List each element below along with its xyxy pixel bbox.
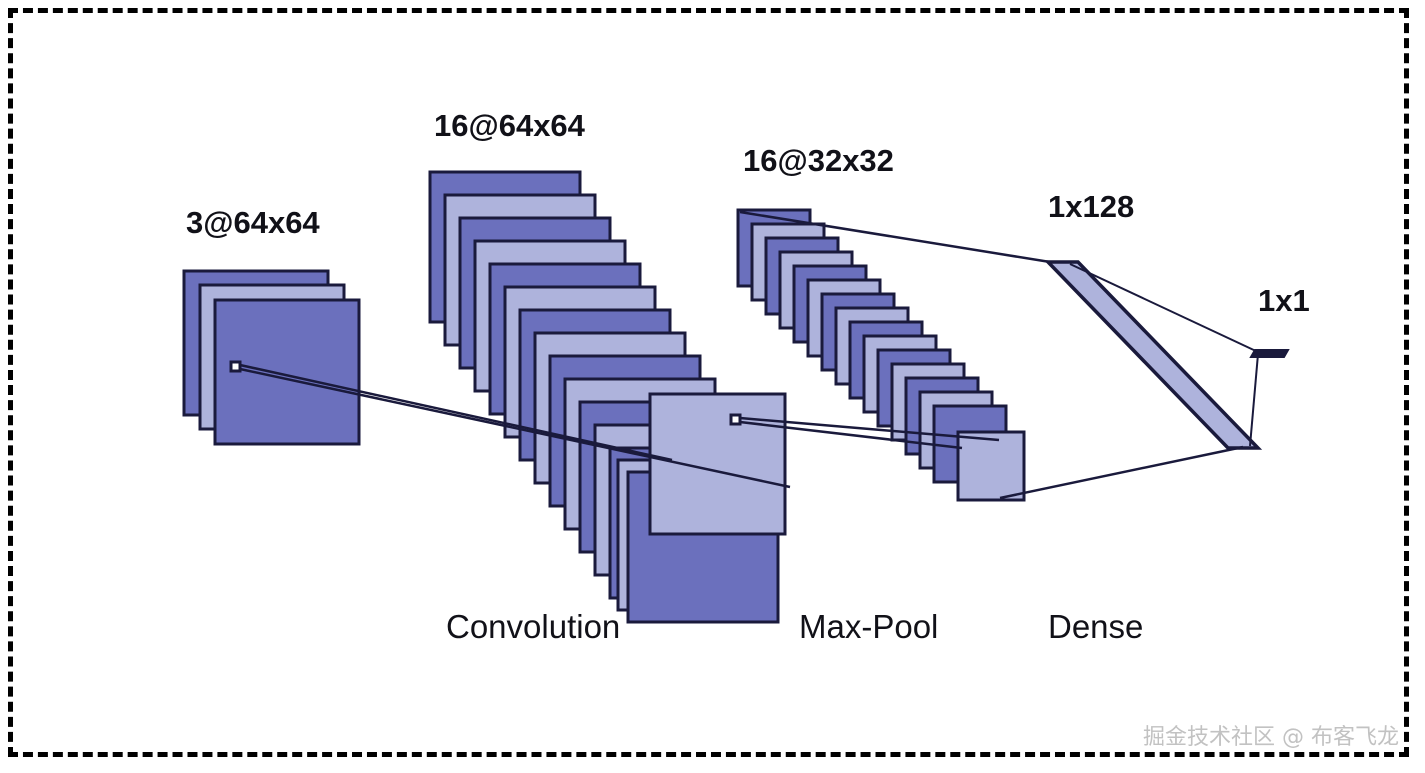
convolution-layer-stack (428, 170, 787, 624)
maxpool-layer-stack (736, 208, 1026, 502)
output-node (1249, 349, 1290, 358)
funnel-maxpool-to-dense (739, 210, 1244, 500)
input-layer-stack (182, 269, 361, 446)
connection-input-to-conv (229, 360, 791, 489)
connection-conv-to-maxpool (729, 413, 1000, 450)
maxpool-layer-label: 16@32x32 (743, 143, 894, 178)
funnel-dense-to-output (1069, 263, 1259, 447)
input-layer-label: 3@64x64 (186, 205, 320, 240)
dense-layer-label: 1x128 (1048, 189, 1135, 224)
conv-layer-label: 16@64x64 (434, 108, 585, 143)
dense-layer-bar (1043, 260, 1263, 450)
stage-label-dense: Dense (1048, 608, 1144, 645)
watermark-text: 掘金技术社区 @ 布客飞龙 (1143, 725, 1399, 750)
stage-label-maxpool: Max-Pool (799, 608, 939, 645)
output-layer-label: 1x1 (1258, 283, 1310, 318)
stage-label-convolution: Convolution (446, 608, 621, 645)
